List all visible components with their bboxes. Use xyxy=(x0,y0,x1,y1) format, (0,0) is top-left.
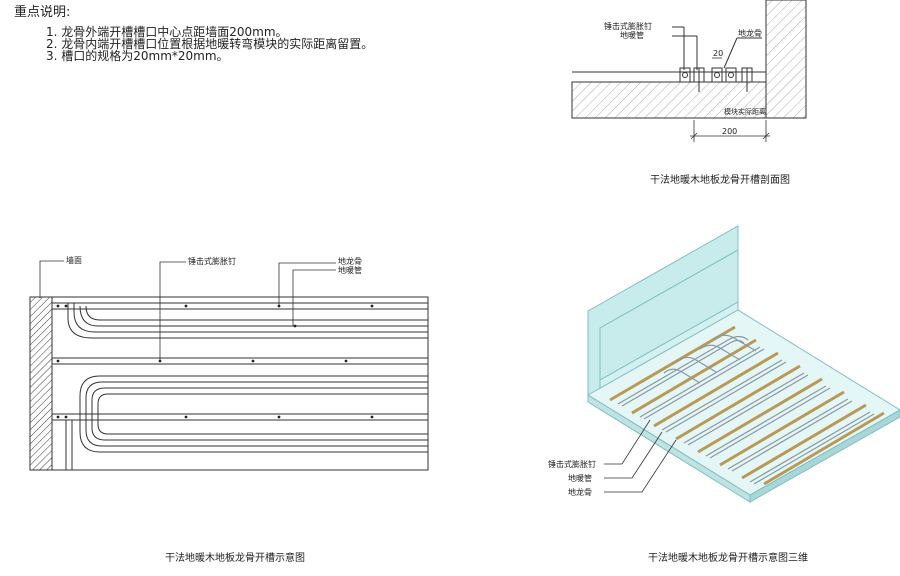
section-dim-200: 200 xyxy=(722,127,737,136)
section-wall xyxy=(765,0,807,119)
section-label-pipe: 地暖管 xyxy=(620,30,644,40)
notes-list: 1. 龙骨外端开槽槽口中心点距墙面200mm。 2. 龙骨内端开槽槽口位置根据地… xyxy=(14,26,373,62)
notes-title: 重点说明: xyxy=(14,5,71,20)
section-drawing: 锤击式膨胀钉 地暖管 地龙骨 20 模块实际距离 200 xyxy=(571,0,807,142)
iso-pipes xyxy=(617,334,875,485)
plan-caption: 干法地暖木地板龙骨开槽示意图 xyxy=(165,551,305,564)
section-slab xyxy=(571,81,767,119)
section-dim-20: 20 xyxy=(713,49,723,58)
plan-pipes xyxy=(65,303,428,470)
section-label-module: 模块实际距离 xyxy=(724,107,766,116)
note-item-2: 2. 龙骨内端开槽槽口位置根据地暖转弯模块的实际距离留置。 xyxy=(46,37,374,51)
section-caption: 干法地暖木地板龙骨开槽剖面图 xyxy=(650,173,790,186)
plan-drawing: 墙面 锤击式膨胀钉 地龙骨 地暖管 xyxy=(29,255,429,471)
plan-keels xyxy=(52,302,428,421)
iso-label-pipe: 地暖管 xyxy=(568,473,592,483)
note-item-3: 3. 槽口的规格为20mm*20mm。 xyxy=(46,49,229,63)
section-label-keel: 地龙骨 xyxy=(738,28,762,38)
plan-label-nail: 锤击式膨胀钉 xyxy=(188,256,236,266)
iso-drawing: 锤击式膨胀钉 地暖管 地龙骨 xyxy=(548,225,900,503)
section-keel-slots xyxy=(679,67,753,92)
plan-label-pipe: 地暖管 xyxy=(338,265,362,275)
iso-label-nail: 锤击式膨胀钉 xyxy=(548,459,596,469)
plan-label-wall: 墙面 xyxy=(66,255,82,265)
iso-label-keel: 地龙骨 xyxy=(568,487,592,497)
iso-caption: 干法地暖木地板龙骨开槽示意图三维 xyxy=(648,551,808,564)
notes-block: 重点说明: 1. 龙骨外端开槽槽口中心点距墙面200mm。 2. 龙骨内端开槽槽… xyxy=(14,5,373,63)
plan-wall xyxy=(29,296,53,471)
plan-label-keel: 地龙骨 xyxy=(338,256,362,266)
note-item-1: 1. 龙骨外端开槽槽口中心点距墙面200mm。 xyxy=(46,25,288,39)
section-label-nail: 锤击式膨胀钉 xyxy=(604,21,652,31)
plan-nails xyxy=(56,304,374,419)
